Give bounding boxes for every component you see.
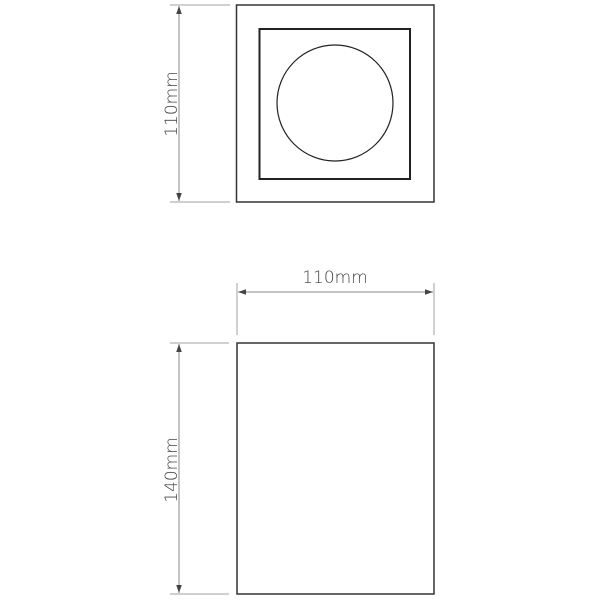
top-view-outer-square (235, 4, 435, 203)
top-view-inner-square (258, 28, 411, 180)
side-view-body (236, 342, 435, 595)
width-label: 110mm (302, 268, 368, 288)
side-view: 110mm 140mm (162, 268, 435, 595)
side-height-label: 140mm (162, 437, 182, 503)
top-view: 110mm (162, 4, 435, 203)
top-view-lens-circle (276, 44, 394, 162)
top-height-label: 110mm (162, 71, 182, 137)
